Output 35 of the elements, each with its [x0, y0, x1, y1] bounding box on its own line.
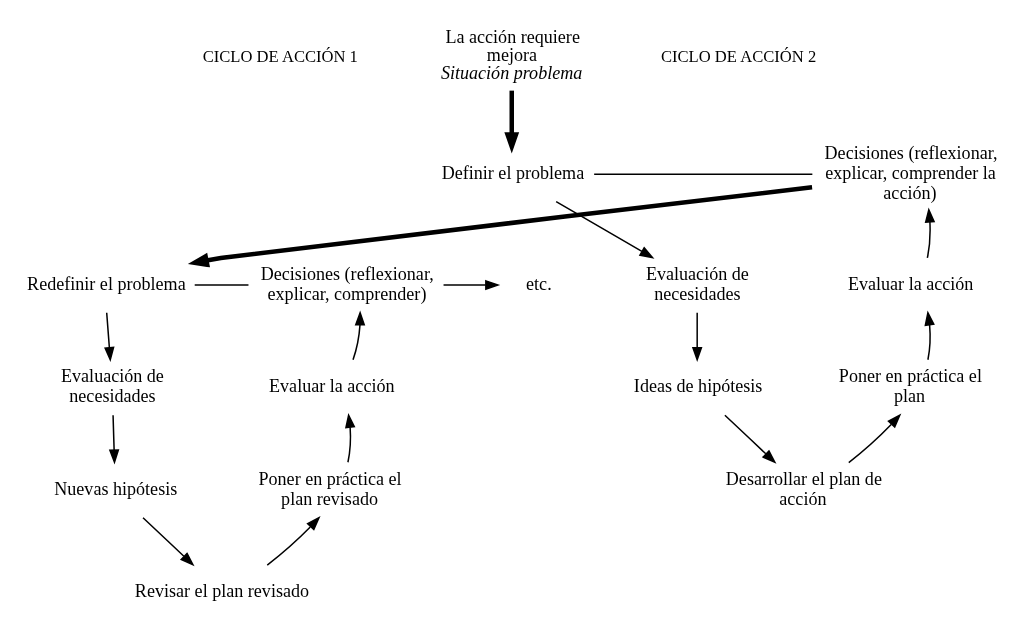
arrow [442, 279, 500, 290]
arrow [108, 413, 119, 465]
node-text: Evaluación de necesidades [645, 263, 749, 304]
node-text: Desarrollar el plan de acción [725, 468, 882, 509]
node-text: Definir el problema [441, 162, 584, 183]
arrow [554, 200, 654, 259]
connector [193, 283, 249, 286]
node-text: Decisiones (reflexionar, explicar, comprender la acción) [824, 142, 998, 203]
node-text: Evaluar la acción [268, 375, 395, 396]
arrow [847, 413, 901, 463]
arrow [923, 309, 935, 360]
node-text: Redefinir el problema [26, 273, 186, 294]
label: CICLO DE ACCIÓN 1 [202, 46, 358, 66]
arrow [924, 207, 935, 259]
node-text: La acción requiere mejora Situación problema [440, 26, 582, 83]
arrow [351, 309, 365, 360]
arrow [503, 90, 519, 153]
node-text: Poner en práctica el plan revisado [257, 468, 402, 509]
arrow [344, 412, 355, 463]
node-text: Evaluación de necesidades [60, 365, 164, 406]
label: CICLO DE ACCIÓN 2 [660, 46, 816, 66]
node-text: Poner en práctica el plan [838, 365, 982, 406]
connector [592, 173, 813, 175]
node-text: Nuevas hipótesis [53, 478, 177, 499]
arrow [266, 515, 321, 566]
node-text: Evaluar la acción [847, 273, 973, 294]
node-text: Revisar el plan revisado [134, 580, 309, 601]
node-text: etc. [525, 273, 552, 294]
arrow [187, 184, 812, 267]
arrow [723, 413, 776, 464]
arrow [691, 311, 702, 362]
arrow [141, 516, 195, 566]
node-text: Decisiones (reflexionar, explicar, comprender) [260, 263, 434, 304]
node-text: Ideas de hipótesis [633, 375, 762, 396]
arrow [103, 311, 115, 362]
